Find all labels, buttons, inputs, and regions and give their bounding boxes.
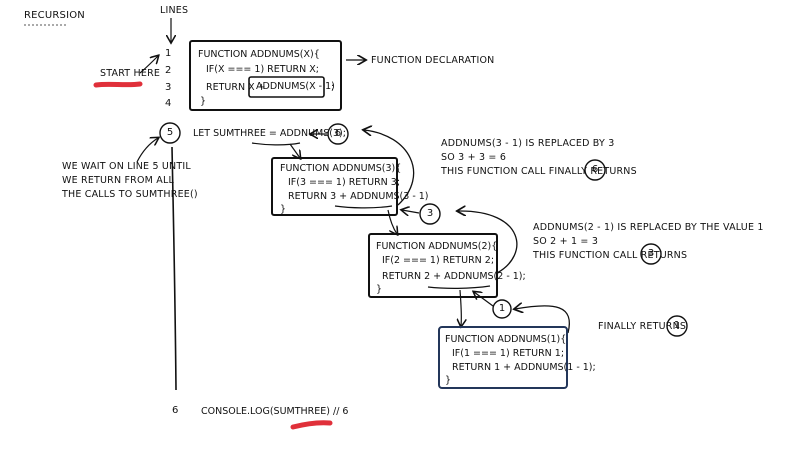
result1-arrow	[474, 292, 494, 307]
call2-to-call1-arrow	[460, 289, 461, 326]
call3-return-arrow	[364, 130, 415, 206]
call2-note-line-2: SO 2 + 1 = 3	[533, 236, 599, 247]
console-highlight	[290, 420, 333, 430]
call2-underline	[427, 285, 491, 289]
line5-to-call3-arrow	[289, 143, 300, 158]
call2-note-line-1: ADDNUMS(2 - 1) IS REPLACED BY THE VALUE …	[533, 222, 764, 233]
call1-return-arrow	[515, 306, 570, 334]
wait-note-arrow	[136, 138, 158, 163]
wait-timeline	[171, 146, 177, 391]
start-here-label: START HERE	[100, 68, 161, 79]
call2-line-2: IF(2 === 1) RETURN 2;	[382, 255, 495, 266]
call1-box	[438, 326, 568, 389]
line5-call-underline	[251, 142, 301, 146]
call3-line-2: IF(3 === 1) RETURN 3;	[288, 177, 401, 188]
lines-label: LINES	[160, 5, 189, 16]
call3-return-value: 3	[426, 208, 434, 219]
call2-note-line-3: THIS FUNCTION CALL RETURNS	[533, 250, 688, 261]
call3-line-4: }	[280, 204, 287, 215]
call3-note-value: 6	[591, 164, 599, 175]
call3-note-line-1: ADDNUMS(3 - 1) IS REPLACED BY 3	[441, 138, 615, 149]
declaration-line-4: }	[200, 96, 207, 107]
line-number-4: 4	[165, 98, 172, 109]
console-line: CONSOLE.LOG(SUMTHREE) // 6	[201, 406, 349, 417]
declaration-line-3: RETURN X +	[206, 82, 266, 93]
call1-line-1: FUNCTION ADDNUMS(1){	[445, 334, 567, 345]
wait-note-line-2: WE RETURN FROM ALL	[62, 175, 174, 186]
line-number-2: 2	[165, 65, 172, 76]
line-number-1: 1	[165, 48, 172, 59]
page-title: RECURSION	[24, 10, 85, 21]
call3-line-1: FUNCTION ADDNUMS(3){	[280, 163, 402, 174]
declaration-semicolon: ;	[331, 82, 335, 93]
declaration-boxed-call: ADDNUMS(X - 1)	[256, 81, 335, 92]
call3-to-call2-arrow	[387, 209, 397, 234]
call2-line-4: }	[376, 284, 383, 295]
call2-note-value: 3	[647, 248, 655, 259]
call1-line-2: IF(1 === 1) RETURN 1;	[452, 348, 565, 359]
finally-circle	[666, 315, 688, 337]
call3-note-circle	[584, 159, 606, 181]
finally-returns-value: 1	[673, 320, 681, 331]
call3-line-3: RETURN 3 + ADDNUMS(3 - 1)	[288, 191, 429, 202]
call1-line-3: RETURN 1 + ADDNUMS(1 - 1);	[452, 362, 596, 373]
finally-returns-label: FINALLY RETURNS	[598, 321, 687, 332]
result3-arrow	[402, 210, 420, 213]
call2-result-circle	[419, 203, 441, 225]
call2-box	[368, 233, 498, 298]
call3-box	[271, 157, 398, 216]
declaration-inner-box	[248, 76, 325, 98]
declaration-label: FUNCTION DECLARATION	[371, 55, 495, 66]
declaration-box	[189, 40, 342, 111]
call2-return-arrow	[458, 211, 518, 274]
line5-circle	[159, 122, 181, 144]
call2-note-circle	[640, 243, 662, 265]
line-number-6: 6	[172, 405, 179, 416]
call2-return-value: 1	[498, 303, 506, 314]
call2-line-3: RETURN 2 + ADDNUMS(2 - 1);	[382, 271, 526, 282]
start-here-arrow	[139, 56, 158, 74]
start-here-highlight	[93, 81, 143, 88]
call3-note-line-3: THIS FUNCTION CALL FINALLY RETURNS	[441, 166, 637, 177]
line5-code: LET SUMTHREE = ADDNUMS(3);	[193, 128, 346, 139]
line-number-5: 5	[166, 127, 174, 138]
line5-result: 6	[334, 128, 342, 139]
call2-line-1: FUNCTION ADDNUMS(2){	[376, 241, 498, 252]
call1-result-circle	[492, 299, 512, 319]
call3-underline	[334, 205, 393, 209]
wait-note-line-3: THE CALLS TO SUMTHREE()	[62, 189, 198, 200]
line-number-3: 3	[165, 82, 172, 93]
call1-line-4: }	[445, 375, 452, 386]
line5-result-circle	[327, 123, 349, 145]
wait-note-line-1: WE WAIT ON LINE 5 UNTIL	[62, 161, 191, 172]
call3-note-line-2: SO 3 + 3 = 6	[441, 152, 507, 163]
declaration-line-1: FUNCTION ADDNUMS(X){	[198, 49, 320, 60]
declaration-line-2: IF(X === 1) RETURN X;	[206, 64, 319, 75]
